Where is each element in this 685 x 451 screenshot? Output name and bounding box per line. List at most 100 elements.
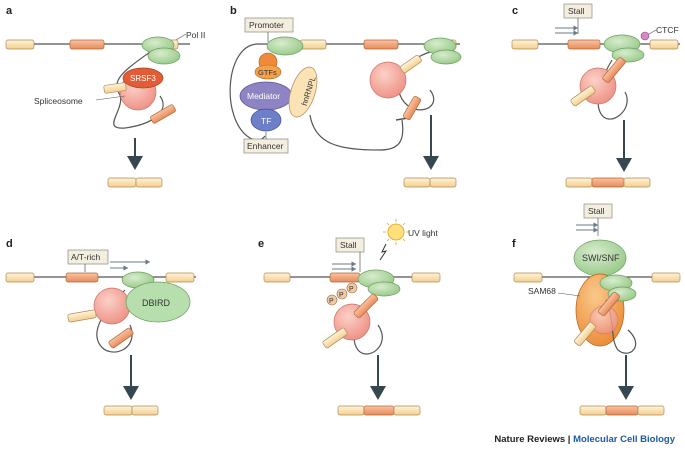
panel-c: c Stall CTCF <box>511 3 680 188</box>
tf-label: TF <box>261 116 271 126</box>
exon <box>299 39 327 50</box>
lightning-icon <box>379 243 388 261</box>
phosphate-label: P <box>349 286 354 293</box>
phospho-group: P P P <box>326 282 358 306</box>
enhancer-label: Enhancer <box>247 141 284 151</box>
journal-credit: Nature Reviews | Molecular Cell Biology <box>494 434 675 445</box>
stall-box <box>335 237 365 253</box>
exon <box>103 82 127 94</box>
alternative-exon <box>65 272 99 283</box>
panel-f: f Stall SWI/SNF SAM68 <box>512 203 681 416</box>
stall-label: Stall <box>568 6 585 16</box>
mrna-exon <box>429 177 457 188</box>
ctcf-protein <box>640 31 650 41</box>
credit-right: Molecular Cell Biology <box>573 434 675 445</box>
inhibition-path <box>309 114 404 151</box>
exon <box>400 54 422 74</box>
mrna-exon <box>623 177 651 188</box>
mrna-alt-exon <box>363 405 395 416</box>
mrna-exon <box>131 405 159 416</box>
promoter-label: Promoter <box>249 20 284 30</box>
panel-letter-d: d <box>6 238 13 250</box>
pol-ii-lobe <box>147 47 181 65</box>
alternative-exon <box>598 291 620 317</box>
alternative-exon <box>402 95 422 121</box>
promoter-box <box>244 17 294 33</box>
uv-sun-icon <box>383 219 409 245</box>
panel-letter-a: a <box>6 5 13 17</box>
spliceosome <box>93 287 131 325</box>
phosphate-icon <box>336 288 348 300</box>
spliceosome-label: Spliceosome <box>34 96 83 106</box>
atrich-label: A/T-rich <box>71 252 101 262</box>
alternative-exon <box>108 327 134 349</box>
alternative-exon <box>329 272 361 283</box>
srsf3-protein <box>122 67 164 89</box>
gtfs-label: GTFs <box>258 68 277 77</box>
alternative-exon <box>602 57 626 83</box>
mrna-exon <box>565 177 593 188</box>
pol-ii-lobe <box>367 281 401 297</box>
leader-line <box>175 33 187 41</box>
panel-letter-b: b <box>230 5 237 17</box>
mrna-alt-exon <box>605 405 639 416</box>
atrich-box <box>67 249 109 265</box>
leader-line <box>648 29 657 35</box>
phosphate-label: P <box>339 292 344 299</box>
mediator-label: Mediator <box>247 91 280 101</box>
alternative-exon <box>69 39 105 50</box>
credit-separator: | <box>565 434 574 445</box>
mrna-exon <box>107 177 137 188</box>
mrna-exon <box>637 405 665 416</box>
alternative-exon <box>567 39 601 50</box>
mrna-exon <box>103 405 133 416</box>
srsf3-label: SRSF3 <box>130 74 156 83</box>
pol-ii-lobe <box>430 49 462 65</box>
exon <box>570 85 596 107</box>
spliceosome <box>369 61 407 99</box>
mrna-alt-exon <box>591 177 625 188</box>
panel-d: d A/T-rich DBIRD <box>5 238 196 416</box>
ctcf-label: CTCF <box>656 25 679 35</box>
phosphate-label: P <box>329 298 334 305</box>
exon <box>511 39 539 50</box>
exon <box>263 272 291 283</box>
leader-line <box>95 95 126 101</box>
leader-line <box>557 292 581 297</box>
exon <box>649 39 679 50</box>
pol-ii-label: Pol II <box>186 30 205 40</box>
panel-letter-e: e <box>258 238 264 250</box>
panel-a: a Pol II SRSF3 Spliceosome <box>5 5 205 188</box>
tf <box>250 108 282 132</box>
sam68-label: SAM68 <box>528 286 556 296</box>
exon <box>165 272 195 283</box>
panel-letter-f: f <box>512 238 516 250</box>
exon <box>574 321 596 347</box>
panel-letter-c: c <box>512 5 518 17</box>
exon <box>513 272 543 283</box>
mrna-exon <box>337 405 365 416</box>
dbird-label: DBIRD <box>142 298 171 308</box>
mrna-exon <box>393 405 421 416</box>
exon <box>5 272 35 283</box>
phosphate-icon <box>326 294 338 306</box>
mrna-exon <box>579 405 607 416</box>
panel-e: e Stall UV light P P <box>258 219 441 416</box>
alternative-exon <box>353 293 379 319</box>
phosphate-icon <box>346 282 358 294</box>
pol-ii <box>266 36 304 56</box>
panel-b: b Promoter GTFs Mediator TF hnRNPL Enhan… <box>229 5 462 188</box>
alternative-exon <box>363 39 399 50</box>
exon <box>651 272 681 283</box>
gtfs <box>254 64 282 80</box>
stall-label: Stall <box>340 240 357 250</box>
hnrnpl <box>288 66 318 118</box>
exon <box>322 327 348 349</box>
exon <box>5 39 35 50</box>
exon <box>67 309 97 323</box>
exon <box>411 272 441 283</box>
stall-label: Stall <box>588 206 605 216</box>
alternative-exon <box>150 104 176 124</box>
dbird-complex <box>125 281 191 323</box>
